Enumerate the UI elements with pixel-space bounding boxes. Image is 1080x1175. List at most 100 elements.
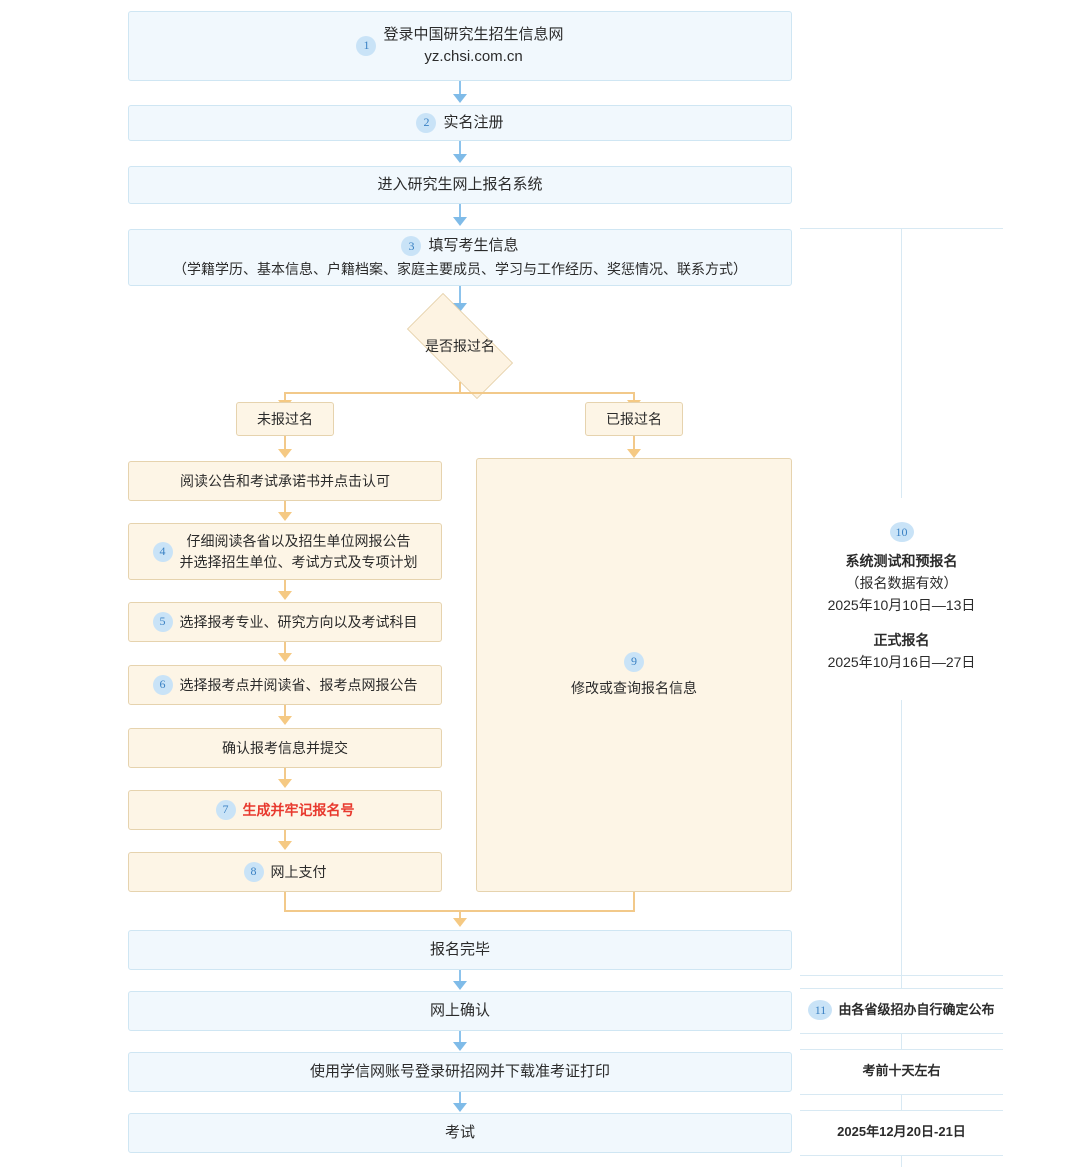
arrow-merge-down: [453, 918, 467, 927]
timeline-entry-13-label: 2025年12月20日-21日: [837, 1124, 966, 1140]
flow-node-bottom-3[interactable]: 使用学信网账号登录研招网并下载准考证打印: [128, 1052, 792, 1092]
arrow-step4-decision: [453, 303, 467, 312]
flow-node-left-4[interactable]: 6 选择报考点并阅读省、报考点网报公告: [128, 665, 442, 705]
flow-node-step1[interactable]: 1 登录中国研究生招生信息网 yz.chsi.com.cn: [128, 11, 792, 81]
flow-node-left-5-label: 确认报考信息并提交: [222, 739, 348, 756]
flow-node-branch-left[interactable]: 未报过名: [236, 402, 334, 436]
flow-node-decision-label: 是否报过名: [425, 338, 495, 354]
connector-merge-right-stem: [633, 892, 635, 911]
timeline-entry-12[interactable]: 考前十天左右: [800, 1049, 1003, 1094]
connector-decision-split-stem: [459, 382, 461, 393]
flow-node-step4[interactable]: 3 填写考生信息 （学籍学历、基本信息、户籍档案、家庭主要成员、学习与工作经历、…: [128, 229, 792, 286]
flow-node-left-5[interactable]: 确认报考信息并提交: [128, 728, 442, 768]
step-badge-5: 5: [152, 611, 173, 632]
timeline-divider-2: [800, 988, 1003, 989]
timeline-divider-4: [800, 1049, 1003, 1050]
flow-node-bottom-1-label: 报名完毕: [429, 941, 490, 959]
timeline-entry-10-line4: 正式报名: [873, 632, 930, 649]
arrow-branchright-down: [627, 449, 641, 458]
step-badge-11: 11: [808, 1000, 833, 1021]
connector-merge-left-stem: [284, 892, 286, 911]
timeline-entry-12-label: 考前十天左右: [862, 1063, 941, 1079]
timeline-entry-13[interactable]: 2025年12月20日-21日: [800, 1110, 1003, 1155]
step-badge-1: 1: [356, 36, 377, 56]
arrow-left6-left7: [278, 841, 292, 850]
flow-node-bottom-1[interactable]: 报名完毕: [128, 930, 792, 970]
flow-node-bottom-4[interactable]: 考试: [128, 1113, 792, 1153]
connector-step1-step2: [459, 81, 461, 96]
flow-node-step2[interactable]: 2 实名注册: [128, 105, 792, 141]
connector-decision-left: [284, 392, 286, 402]
flow-node-right-9[interactable]: 9 修改或查询报名信息: [476, 458, 792, 892]
flow-node-left-7[interactable]: 8 网上支付: [128, 852, 442, 892]
connector-decision-split-bar: [284, 392, 634, 394]
flow-node-branch-right-label: 已报过名: [606, 410, 662, 427]
flow-node-left-6[interactable]: 7 生成并牢记报名号: [128, 790, 442, 830]
flow-node-left-1-label: 阅读公告和考试承诺书并点击认可: [180, 472, 390, 489]
connector-bottom1-bottom2: [459, 970, 461, 982]
flow-node-left-6-label: 生成并牢记报名号: [242, 801, 355, 818]
arrow-bottom3-bottom4: [453, 1103, 467, 1112]
arrow-step1-step2: [453, 94, 467, 103]
flow-node-left-3-label: 选择报考专业、研究方向以及考试科目: [179, 613, 418, 630]
flow-node-step3[interactable]: 进入研究生网上报名系统: [128, 166, 792, 204]
flow-node-bottom-2[interactable]: 网上确认: [128, 991, 792, 1031]
timeline-axis-seg-4: [901, 1094, 902, 1110]
flow-node-step4-sublabel: （学籍学历、基本信息、户籍档案、家庭主要成员、学习与工作经历、奖惩情况、联系方式…: [173, 261, 747, 278]
arrow-bottom2-bottom3: [453, 1042, 467, 1051]
step-badge-10: 10: [889, 522, 914, 543]
arrow-step3-step4: [453, 217, 467, 226]
flow-node-bottom-2-label: 网上确认: [429, 1002, 490, 1020]
arrow-left5-left6: [278, 779, 292, 788]
connector-bottom2-bottom3: [459, 1031, 461, 1043]
step-badge-7: 7: [215, 799, 236, 820]
step-badge-4: 4: [152, 541, 173, 562]
step-badge-2: 2: [416, 113, 437, 133]
connector-step2-step3: [459, 141, 461, 155]
timeline-divider-6: [800, 1110, 1003, 1111]
flow-node-left-2[interactable]: 4 仔细阅读各省以及招生单位网报公告 并选择招生单位、考试方式及专项计划: [128, 523, 442, 580]
flow-node-left-2-label: 仔细阅读各省以及招生单位网报公告 并选择招生单位、考试方式及专项计划: [179, 533, 418, 570]
arrow-left4-left5: [278, 716, 292, 725]
timeline-entry-11[interactable]: 11 由各省级招办自行确定公布: [800, 988, 1003, 1033]
connector-left1-left2: [284, 501, 286, 513]
connector-bottom3-bottom4: [459, 1092, 461, 1104]
connector-left5-left6: [284, 768, 286, 780]
timeline-entry-10-line5: 2025年10月16日—27日: [827, 654, 976, 671]
timeline-axis-seg-5: [901, 1155, 902, 1167]
flow-node-left-3[interactable]: 5 选择报考专业、研究方向以及考试科目: [128, 602, 442, 642]
timeline-axis-line-2: [901, 700, 902, 975]
flow-node-step2-label: 实名注册: [443, 114, 504, 132]
flow-node-left-4-label: 选择报考点并阅读省、报考点网报公告: [179, 676, 418, 693]
step-badge-3: 3: [401, 236, 422, 257]
timeline-entry-10-line1: 系统测试和预报名: [845, 553, 958, 570]
flow-node-step3-label: 进入研究生网上报名系统: [377, 176, 543, 194]
flow-node-bottom-4-label: 考试: [444, 1124, 475, 1142]
arrow-branchleft-down: [278, 449, 292, 458]
timeline-entry-11-label: 由各省级招办自行确定公布: [838, 1002, 995, 1018]
flow-node-left-7-label: 网上支付: [270, 863, 327, 880]
arrow-left1-left2: [278, 512, 292, 521]
flow-node-left-1[interactable]: 阅读公告和考试承诺书并点击认可: [128, 461, 442, 501]
connector-branchleft-down: [284, 436, 286, 450]
flow-node-decision[interactable]: 是否报过名: [390, 293, 530, 399]
arrow-step2-step3: [453, 154, 467, 163]
arrow-bottom1-bottom2: [453, 981, 467, 990]
timeline-axis-line: [901, 228, 902, 498]
connector-left3-left4: [284, 642, 286, 654]
timeline-axis-seg-3: [901, 1033, 902, 1049]
connector-left4-left5: [284, 705, 286, 717]
step-badge-8: 8: [243, 861, 264, 882]
connector-left6-left7: [284, 830, 286, 842]
step-badge-9: 9: [624, 651, 644, 672]
connector-merge-down: [459, 910, 461, 919]
flow-node-branch-right[interactable]: 已报过名: [585, 402, 683, 436]
timeline-entry-10-line3: 2025年10月10日—13日: [827, 596, 976, 613]
step-badge-6: 6: [152, 674, 173, 695]
connector-decision-right: [633, 392, 635, 402]
arrow-left2-left3: [278, 591, 292, 600]
connector-step4-decision: [459, 286, 461, 304]
timeline-entry-10[interactable]: 10 系统测试和预报名 （报名数据有效） 2025年10月10日—13日 正式报…: [800, 512, 1003, 684]
connector-step3-step4: [459, 204, 461, 218]
